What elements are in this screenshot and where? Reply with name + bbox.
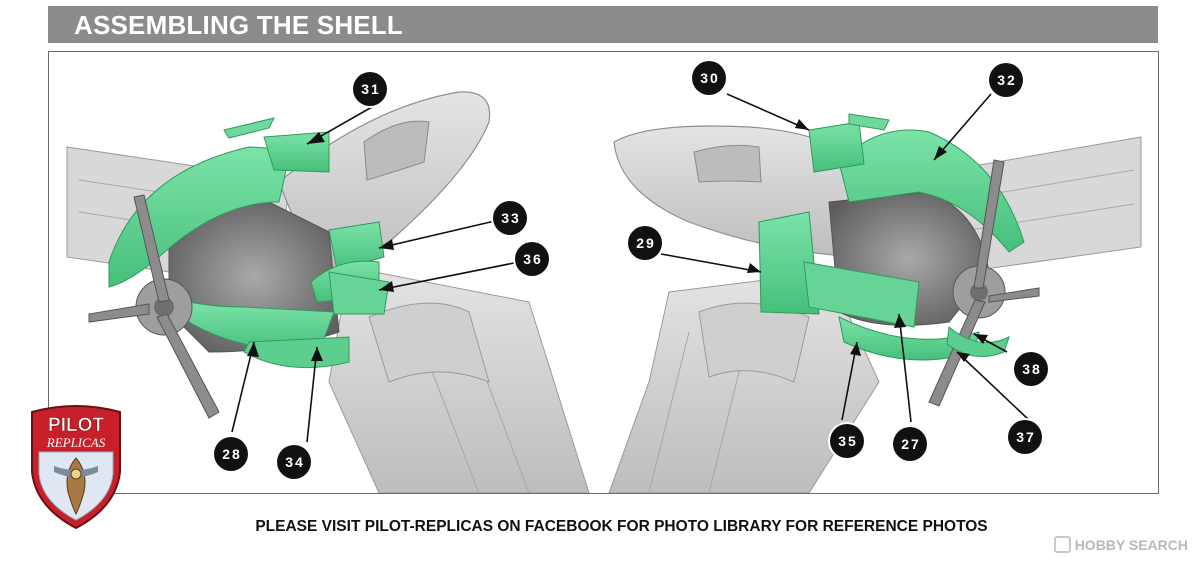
callout-34: 34: [277, 445, 311, 479]
hobby-search-watermark: HOBBY SEARCH: [1053, 536, 1188, 553]
section-header: ASSEMBLING THE SHELL: [48, 6, 1158, 43]
callout-29: 29: [628, 226, 662, 260]
leader-arrowheads: [247, 119, 988, 362]
callout-31: 31: [353, 72, 387, 106]
callout-28: 28: [214, 437, 248, 471]
callout-38: 38: [1014, 352, 1048, 386]
callout-30: 30: [692, 61, 726, 95]
callout-33: 33: [493, 201, 527, 235]
right-aircraft-view: [608, 113, 1142, 493]
pilot-replicas-logo: PILOT REPLICAS: [26, 402, 126, 530]
assembly-diagram: [48, 51, 1159, 494]
logo-text-replicas: REPLICAS: [46, 435, 106, 450]
callout-32: 32: [989, 63, 1023, 97]
logo-text-pilot: PILOT: [48, 415, 104, 436]
aircraft-illustration: [66, 91, 1142, 493]
callout-35: 35: [830, 424, 864, 458]
callout-37: 37: [1008, 420, 1042, 454]
hobby-search-logo-icon: [1053, 536, 1071, 553]
facebook-reference-note: PLEASE VISIT PILOT-REPLICAS ON FACEBOOK …: [255, 518, 988, 535]
leader-lines: [231, 93, 1030, 443]
callout-27: 27: [893, 427, 927, 461]
callout-36: 36: [515, 242, 549, 276]
section-title: ASSEMBLING THE SHELL: [74, 10, 404, 40]
left-aircraft-view: [66, 91, 590, 493]
watermark-text: HOBBY SEARCH: [1074, 536, 1188, 553]
